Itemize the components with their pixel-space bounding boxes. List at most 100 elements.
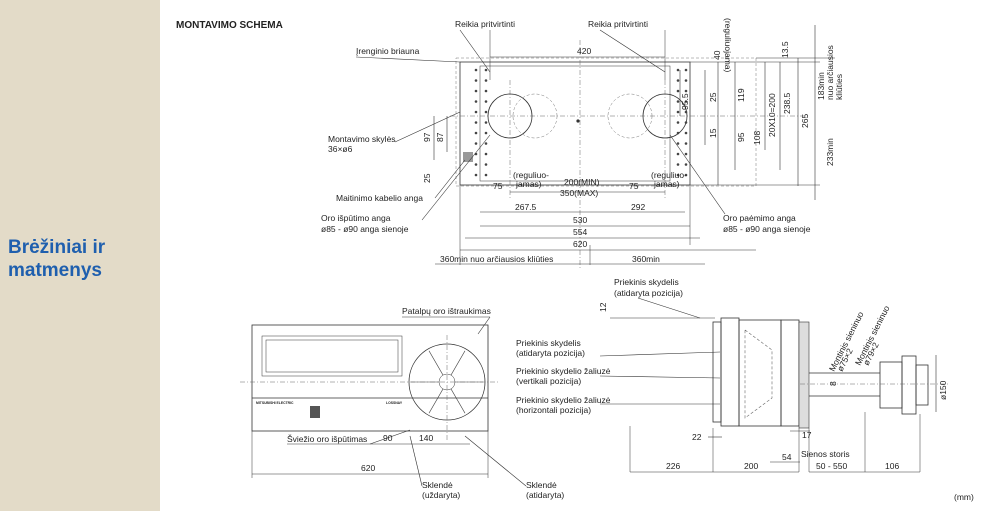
mounting-plate-inner — [479, 65, 671, 182]
section-title: Brėžiniai ir matmenys — [8, 237, 106, 281]
dim-15: 15 — [708, 128, 718, 138]
dim-50-550: 50 - 550 — [816, 461, 847, 471]
mounting-hole-dot — [474, 163, 478, 166]
front-logo-mark — [310, 406, 320, 418]
mounting-hole-dot — [684, 163, 688, 166]
side-unit-back — [780, 319, 800, 427]
leader — [637, 297, 701, 319]
dim-25-left: 25 — [422, 173, 432, 183]
schema-title: MONTAVIMO SCHEMA — [176, 20, 283, 31]
leader — [394, 111, 461, 143]
front-grille — [261, 335, 403, 377]
mounting-hole-dot — [484, 173, 488, 177]
leader — [599, 29, 666, 73]
dim-75-right: 75 — [629, 181, 639, 191]
leader — [464, 435, 527, 487]
dim-17: 17 — [802, 430, 812, 440]
clear-top-3: kliūties — [834, 74, 844, 100]
panel-open-1: Priekinis skydelis — [516, 338, 581, 348]
dim-75-left: 75 — [493, 181, 503, 191]
mounting-hole-dot — [676, 131, 680, 135]
dim-95-5: 95.5 — [680, 93, 690, 110]
reg-right-2: jamas) — [653, 179, 680, 189]
clear-top-1: 183min — [816, 72, 826, 100]
reg-left-2: jamas) — [515, 179, 542, 189]
wall-thickness: Sienos storis — [801, 449, 850, 459]
reg-top: (reguliuojama) — [723, 18, 733, 72]
mounting-hole-dot — [484, 110, 488, 114]
dim-87: 87 — [435, 132, 445, 142]
dim-620-front: 620 — [361, 463, 375, 473]
mounting-holes-left — [474, 68, 488, 177]
clear-right: 360min — [632, 254, 660, 264]
dim-54: 54 — [782, 452, 792, 462]
dim-226: 226 — [666, 461, 680, 471]
dim-530: 530 — [573, 215, 587, 225]
dim-350max: 350(MAX) — [560, 188, 598, 198]
front-model: LOSSNAY — [386, 401, 403, 405]
mounting-hole-dot — [484, 163, 488, 166]
mounting-hole-dot — [684, 100, 688, 103]
mounting-hole-dot — [474, 131, 478, 135]
leader — [669, 134, 726, 215]
fix-right-label: Reikia pritvirtinti — [588, 19, 648, 29]
dim-200min: 200(MIN) — [564, 177, 600, 187]
mounting-hole-dot — [474, 142, 478, 145]
mounting-plate — [459, 61, 691, 186]
panel-top-2: (atidaryta pozicija) — [614, 288, 683, 298]
mounting-hole-dot — [676, 68, 680, 72]
mounting-hole-dot — [484, 121, 488, 124]
mounting-hole-dot — [676, 152, 680, 156]
exhaust-hole-left — [487, 93, 533, 139]
damper-closed-1: Sklendė — [422, 480, 453, 490]
mounting-hole-dot — [484, 89, 488, 93]
mounting-hole-dot — [474, 110, 478, 114]
unit-outline — [455, 57, 757, 187]
sidebar — [0, 0, 160, 511]
leader — [599, 375, 721, 379]
clear-bottom: 233min — [825, 138, 835, 166]
front-grille-inner — [265, 339, 399, 373]
dim-106: 106 — [885, 461, 899, 471]
mounting-hole-dot — [684, 142, 688, 145]
dim-13-5: 13.5 — [780, 41, 790, 58]
leader — [459, 29, 491, 73]
mounting-hole-dot — [484, 79, 488, 82]
center-point — [576, 119, 580, 123]
intake-hole-right-alt — [607, 93, 653, 139]
unit-note: (mm) — [954, 492, 974, 502]
leader — [477, 316, 491, 335]
mounting-hole-dot — [676, 163, 680, 166]
louver-h-1: Priekinio skydelio žaliuzė — [516, 395, 611, 405]
louver-h-2: (horizontali pozicija) — [516, 405, 591, 415]
leader — [369, 429, 411, 445]
power-cable-opening — [463, 152, 473, 162]
dim-25-right: 25 — [708, 92, 718, 102]
damper-open-2: (atidaryta) — [526, 490, 564, 500]
side-unit-front — [720, 317, 740, 427]
mount-holes-size: 36×ø6 — [328, 144, 353, 154]
fix-left-label: Reikia pritvirtinti — [455, 19, 515, 29]
fan-spoke — [450, 350, 466, 376]
mounting-hole-dot — [684, 131, 688, 135]
leader — [355, 56, 461, 63]
front-panel-side — [712, 321, 722, 423]
dim-22: 22 — [692, 432, 702, 442]
dim-200-side: 200 — [744, 461, 758, 471]
mounting-holes-right — [676, 68, 688, 177]
exhaust-label: Oro išpūtimo anga — [321, 213, 391, 223]
mounting-hole-dot — [684, 110, 688, 114]
dim-150: ø150 — [938, 380, 948, 400]
clear-top-2: nuo arčiausios — [825, 45, 835, 100]
louver-v-2: (vertikali pozicija) — [516, 376, 581, 386]
unit-front-body — [251, 324, 489, 432]
front-brand: MITSUBISHI ELECTRIC — [256, 401, 294, 405]
dim-265: 265 — [800, 114, 810, 128]
mounting-hole-dot — [676, 100, 680, 103]
leader — [599, 351, 721, 357]
mounting-hole-dot — [474, 100, 478, 103]
mounting-hole-dot — [684, 68, 688, 72]
dim-292: 292 — [631, 202, 645, 212]
clear-left: 360min nuo arčiausios kliūties — [440, 254, 553, 264]
mounting-hole-dot — [676, 121, 680, 124]
